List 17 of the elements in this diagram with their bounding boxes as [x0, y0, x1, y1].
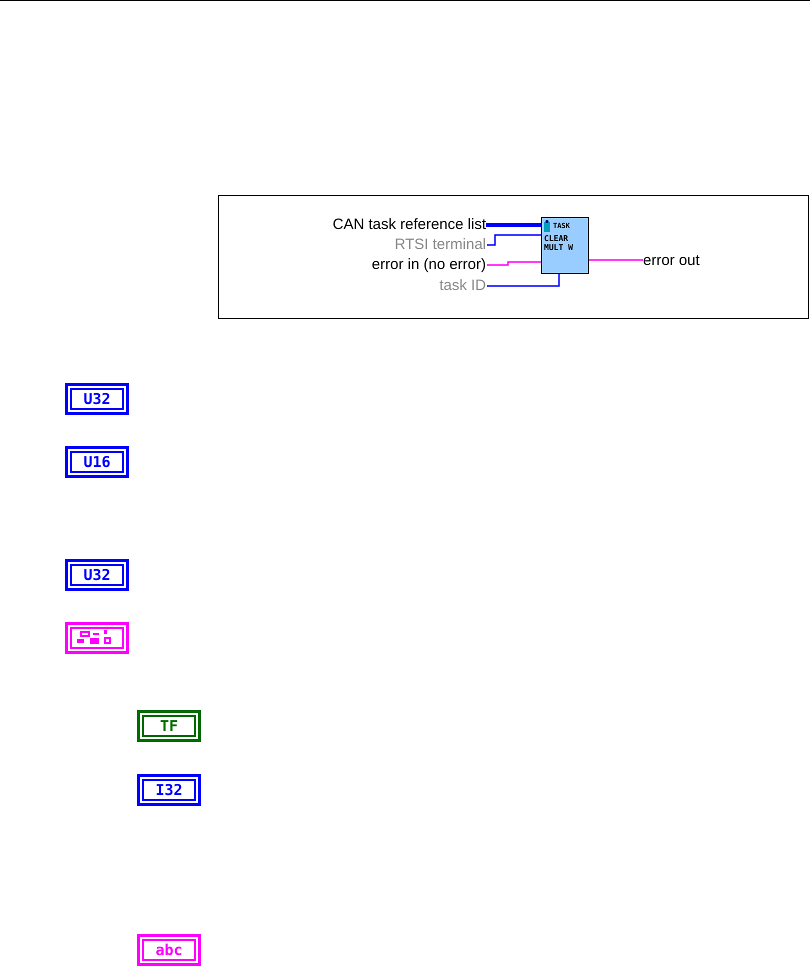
terminal-icon: abc	[137, 934, 201, 966]
terminal-icon: TF	[137, 710, 201, 742]
terminal-icon: I32	[137, 774, 201, 806]
wire	[486, 223, 541, 227]
wire	[487, 234, 541, 246]
terminal-label: CAN task reference list	[332, 216, 486, 234]
wire	[487, 274, 560, 287]
terminal-label: error in (no error)	[372, 256, 486, 274]
terminal-label: task ID	[439, 277, 486, 295]
terminal-label: RTSI terminal	[394, 236, 486, 254]
terminal-icon: U32	[65, 383, 129, 415]
wire	[589, 259, 643, 261]
terminal-icon	[65, 622, 129, 654]
terminal-label: error out	[643, 252, 700, 270]
terminal-icon: U32	[65, 559, 129, 591]
wire	[487, 261, 541, 266]
terminal-icon: U16	[65, 446, 129, 478]
